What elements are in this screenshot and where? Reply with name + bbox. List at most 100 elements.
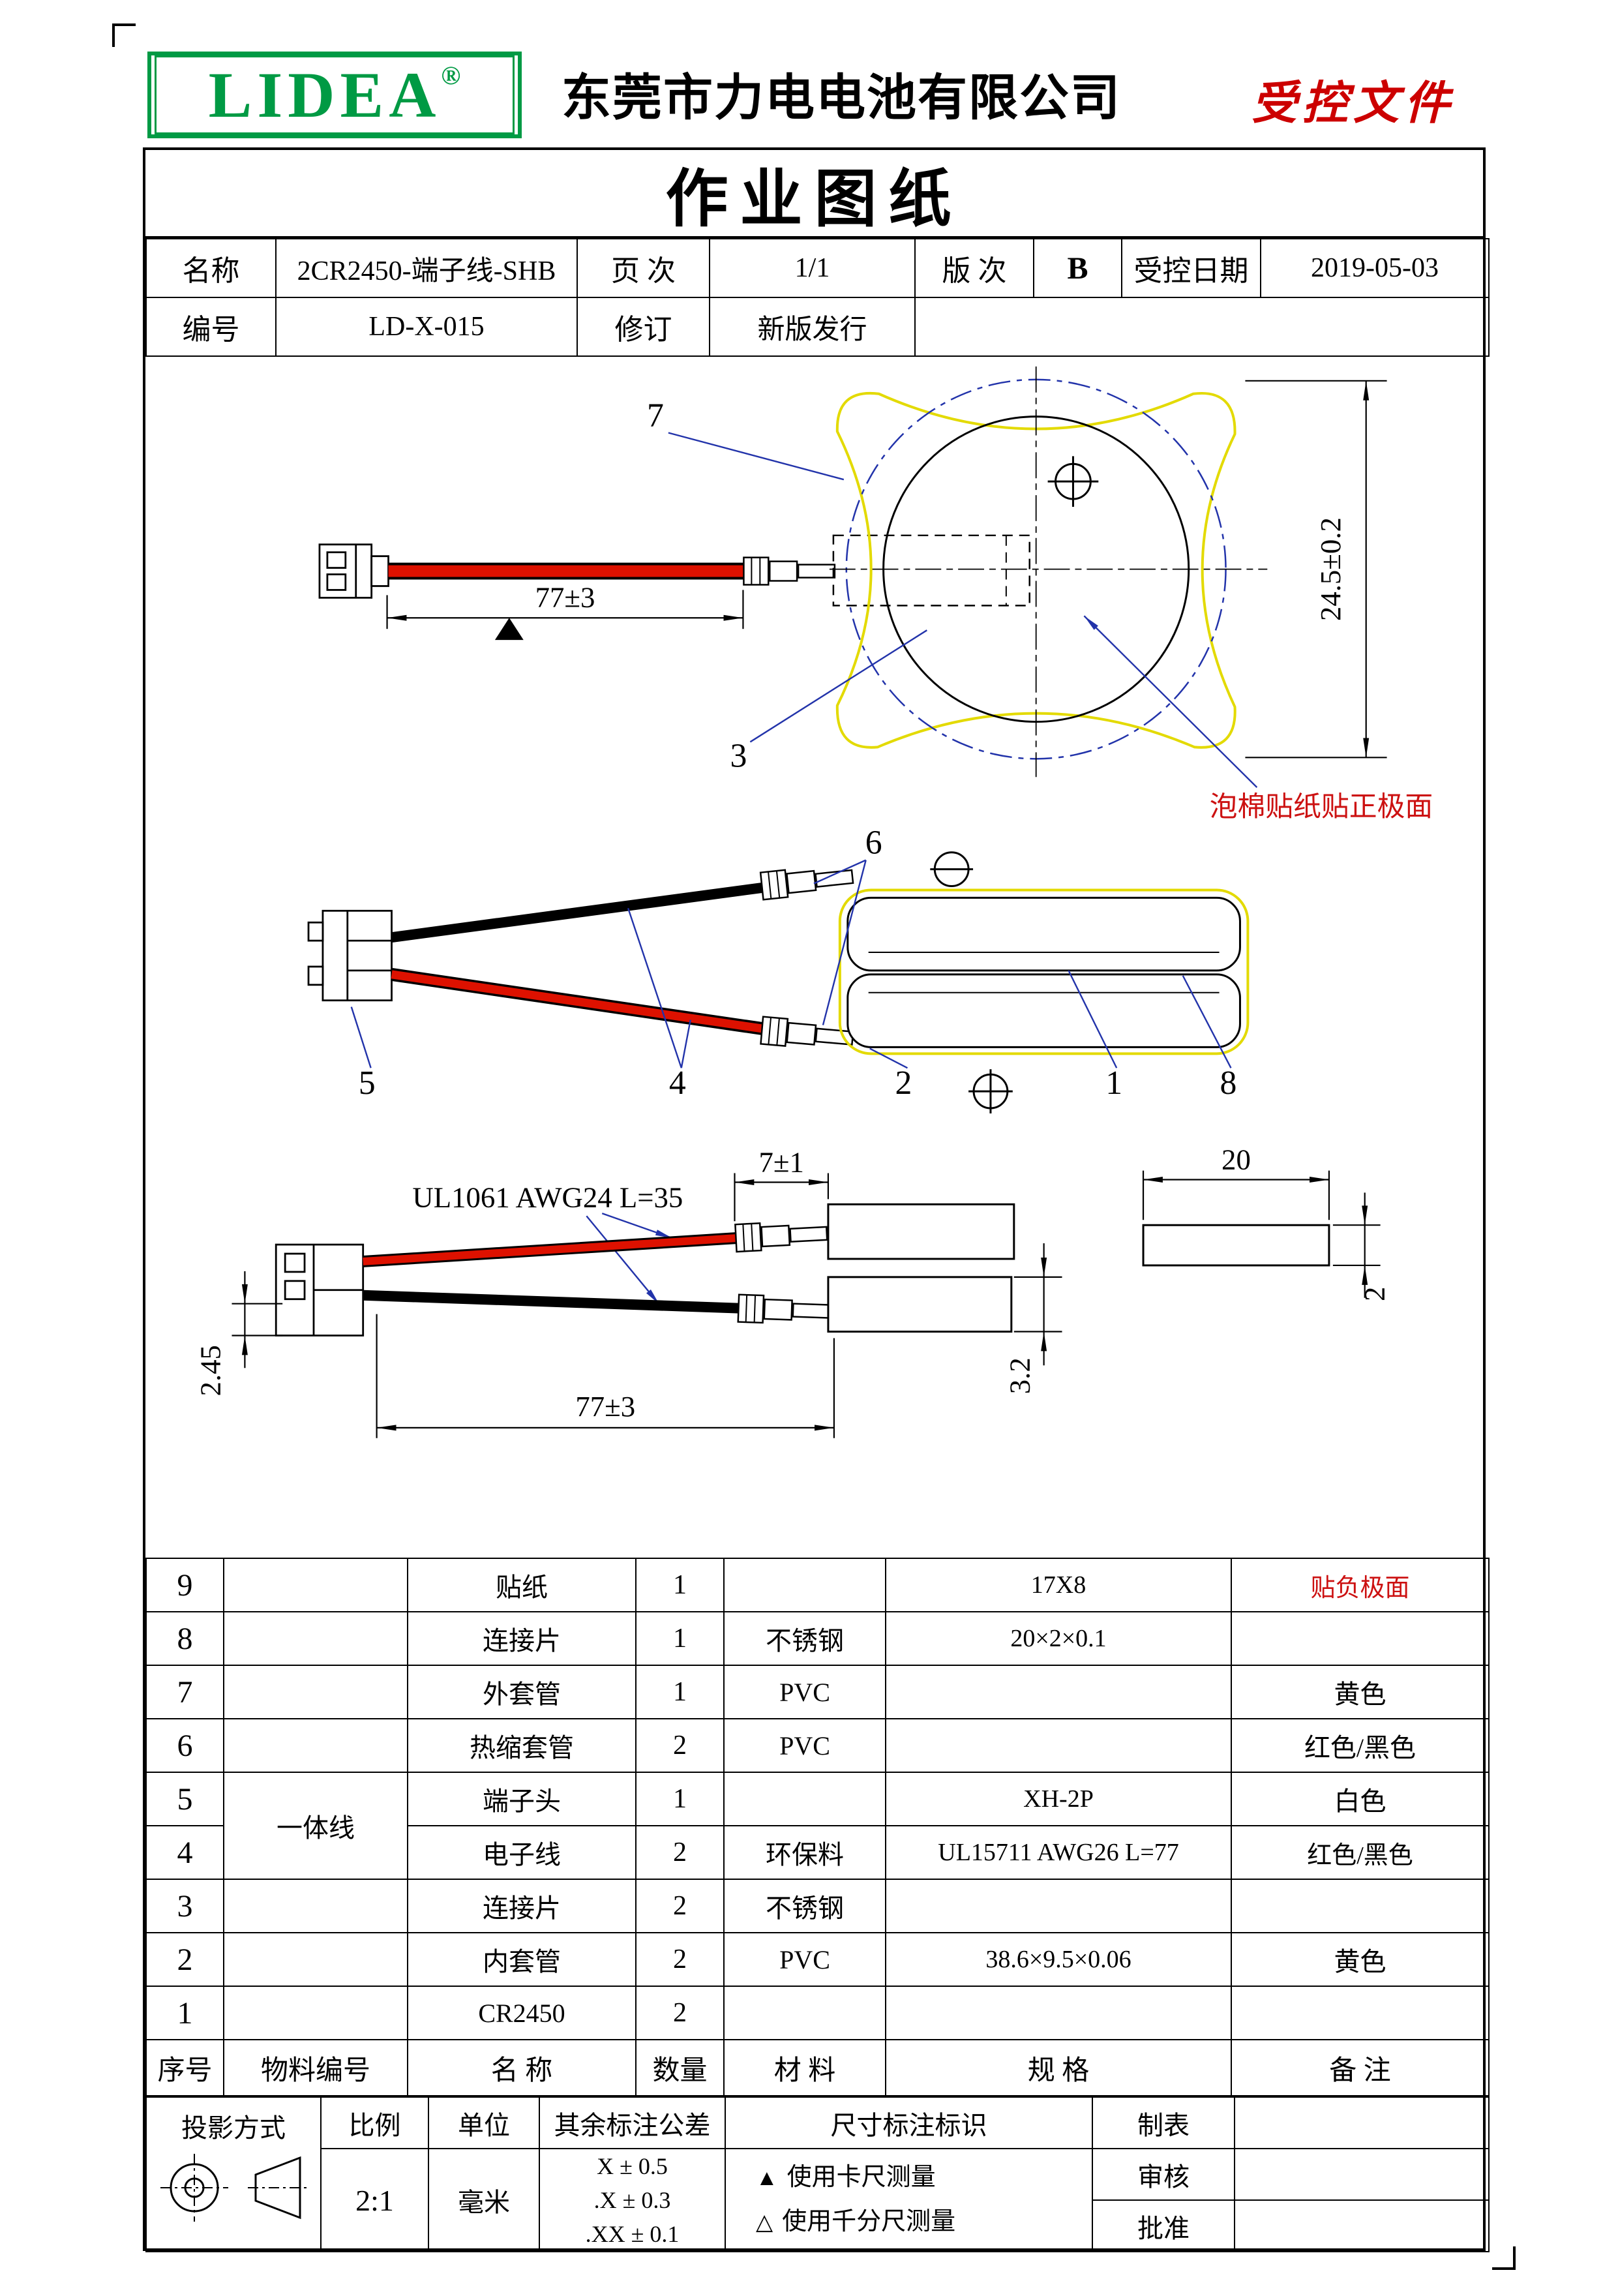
company-name: 东莞市力电电池有限公司 [562, 71, 1121, 126]
bom-note: 贴负极面 [1231, 1558, 1490, 1612]
dim-wire-length-top: 77±3 [386, 581, 744, 641]
svg-text:3.2: 3.2 [1004, 1357, 1036, 1394]
plus-terminal-mark [968, 1069, 1013, 1113]
black-wire [391, 882, 766, 943]
dim-mark-legend: ▲使用卡尺测量 △使用千分尺测量 [725, 2148, 1093, 2252]
svg-text:2: 2 [1358, 1287, 1391, 1301]
projection-cell: 投影方式 [145, 2096, 322, 2252]
dim-mark-label: 尺寸标注标识 [725, 2096, 1093, 2149]
balloon-8: 8 [1220, 1065, 1237, 1102]
drawing-canvas: 7 3 泡棉贴纸贴正极面 77±3 [194, 366, 1433, 1438]
prepared-label: 制表 [1092, 2096, 1235, 2149]
balloon-7: 7 [647, 397, 664, 434]
connector-front-view [307, 909, 393, 1002]
corner-mark-bottom-right [1492, 2246, 1516, 2270]
svg-text:77±3: 77±3 [535, 581, 595, 613]
bom-qty: 1 [635, 1558, 725, 1612]
unit-label: 单位 [428, 2096, 540, 2149]
checked-value [1234, 2148, 1490, 2201]
micrometer-mark-icon: △ [756, 2211, 773, 2235]
bom-row: 1 CR2450 2 [145, 1986, 1490, 2040]
svg-text:77±3: 77±3 [575, 1390, 635, 1423]
caliper-legend: ▲使用卡尺测量 [756, 2164, 936, 2191]
corner-mark-top-left [112, 23, 136, 47]
bom-row: 9 贴纸 1 17X8 贴负极面 [145, 1558, 1490, 1612]
dim-tab-length: 20 [1142, 1143, 1330, 1220]
controlled-stamp: 受控文件 [1251, 79, 1455, 129]
black-wire [363, 1290, 740, 1314]
date-label: 受控日期 [1121, 238, 1261, 298]
bom-material [723, 1558, 886, 1612]
crimp-terminal [743, 556, 836, 586]
bom-table: 9 贴纸 1 17X8 贴负极面 8 连接片 1 不锈钢 20×2×0.1 7 [145, 1558, 1490, 2096]
checked-label: 审核 [1092, 2148, 1235, 2201]
foam-note: 泡棉贴纸贴正极面 [1210, 792, 1433, 823]
svg-text:20: 20 [1221, 1143, 1251, 1176]
revise-blank [914, 297, 1490, 357]
approved-value [1234, 2199, 1490, 2252]
battery-cell-top [846, 896, 1241, 972]
page-value: 1/1 [709, 238, 916, 298]
registered-mark-icon: ® [441, 61, 461, 90]
bom-row: 4 电子线 2 环保料 UL15711 AWG26 L=77 红色/黑色 [145, 1825, 1490, 1880]
micrometer-legend: △使用千分尺测量 [756, 2208, 956, 2235]
svg-text:2.45: 2.45 [194, 1345, 227, 1396]
red-wire [391, 970, 766, 1033]
projection-label: 投影方式 [181, 2113, 286, 2143]
inner-sleeve-red [827, 1203, 1015, 1260]
bom-name: 贴纸 [407, 1558, 637, 1612]
prepared-value [1234, 2096, 1490, 2149]
bom-part-no [223, 1558, 408, 1612]
bom-row: 5 一体线 端子头 1 XH-2P 白色 [145, 1772, 1490, 1880]
side-view-assembly: 6 5 4 2 1 8 [307, 824, 1250, 1113]
approved-label: 批准 [1092, 2199, 1235, 2252]
rev-value: B [1033, 238, 1122, 298]
crimp-terminal [734, 1218, 829, 1253]
dim-crimp-length: 7±1 [734, 1146, 830, 1222]
bom-row: 3 连接片 2 不锈钢 [145, 1879, 1490, 1933]
connector-top-view [275, 1243, 365, 1337]
caliper-mark-icon: ▲ [756, 2166, 778, 2190]
connector-side-view [318, 543, 389, 599]
revise-value: 新版发行 [709, 297, 916, 357]
wire-spec-note: UL1061 AWG24 L=35 [412, 1181, 683, 1213]
bom-integrated-group: 一体线 [223, 1772, 408, 1880]
inner-sleeve-black [827, 1276, 1013, 1333]
unit-value: 毫米 [428, 2148, 540, 2252]
balloon-4: 4 [669, 1065, 686, 1102]
balloon-5: 5 [359, 1065, 376, 1102]
drawing-area: 7 3 泡棉贴纸贴正极面 77±3 [145, 357, 1483, 1558]
hidden-tab-outline [832, 534, 1030, 607]
bom-row: 8 连接片 1 不锈钢 20×2×0.1 [145, 1611, 1490, 1666]
svg-text:24.5±0.2: 24.5±0.2 [1314, 517, 1347, 621]
bom-seq: 9 [145, 1558, 224, 1612]
rev-label: 版 次 [914, 238, 1034, 298]
minus-terminal-mark [930, 851, 974, 887]
stack-sleeve-yellow [838, 888, 1250, 1055]
code-value: LD-X-015 [275, 297, 578, 357]
projection-symbol-icon [160, 2154, 309, 2222]
balloon-3: 3 [730, 737, 747, 774]
dim-sleeve-height: 3.2 [1004, 1243, 1062, 1394]
wire-detail-view: UL1061 AWG24 L=35 [194, 1143, 1391, 1438]
tolerance-values: X ± 0.5 .X ± 0.3 .XX ± 0.1 [539, 2148, 726, 2252]
bom-row: 2 内套管 2 PVC 38.6×9.5×0.06 黄色 [145, 1932, 1490, 1987]
dim-tab-width: 2 [1332, 1192, 1391, 1301]
bom-row: 6 热缩套管 2 PVC 红色/黑色 [145, 1718, 1490, 1773]
bom-row: 7 外套管 1 PVC 黄色 [145, 1665, 1490, 1719]
balloon-1: 1 [1105, 1065, 1122, 1102]
dim-connector-pitch: 2.45 [194, 1271, 283, 1396]
title-block: 投影方式 比例 单位 其余标注公差 尺寸标注标识 制表 [145, 2096, 1490, 2252]
logo-text: LIDEA [208, 58, 442, 131]
outer-sleeve-yellow [835, 391, 1236, 749]
crimp-terminal [759, 862, 855, 901]
scale-value: 2:1 [320, 2148, 429, 2252]
sheet-title: 作业图纸 [145, 150, 1483, 238]
svg-text:7±1: 7±1 [758, 1146, 803, 1179]
bom-header-row: 序号 物料编号 名 称 数量 材 料 规 格 备 注 [145, 2039, 1490, 2096]
balloon-2: 2 [895, 1065, 912, 1102]
revise-label: 修订 [577, 297, 710, 357]
code-label: 编号 [145, 297, 277, 357]
caliper-mark-icon [494, 618, 524, 641]
